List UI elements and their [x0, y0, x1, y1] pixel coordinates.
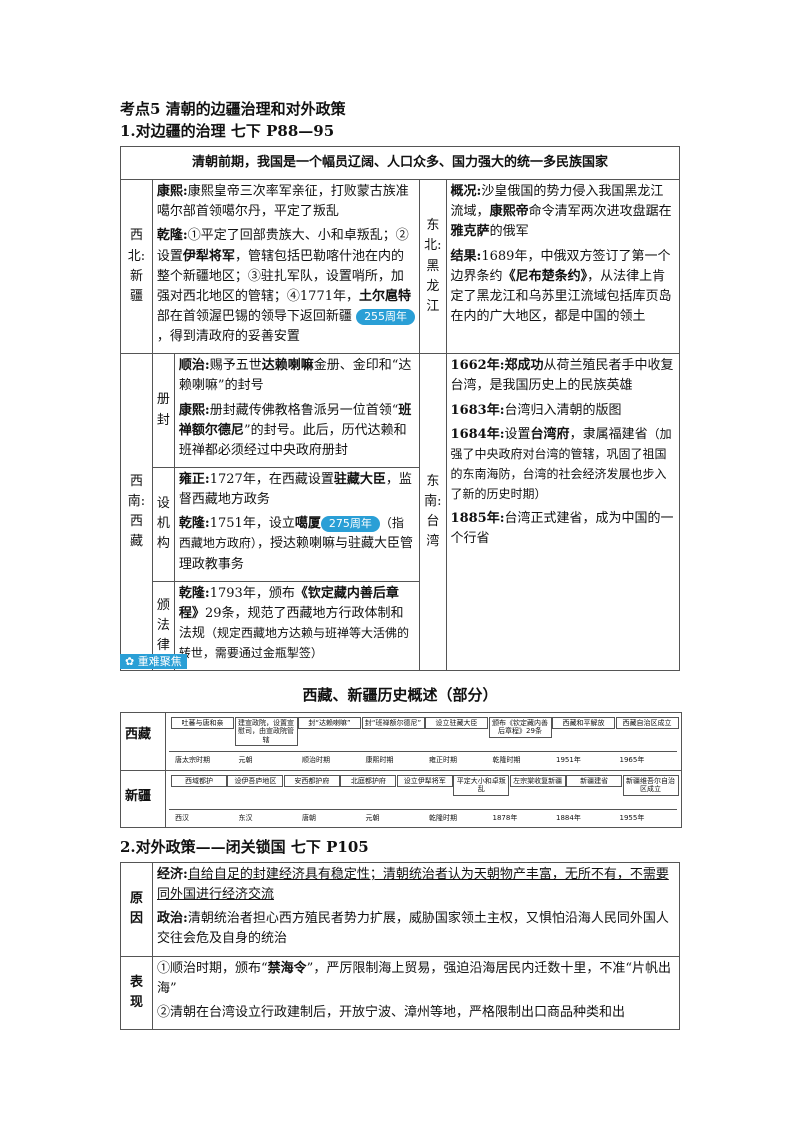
xinjiang-event: 北庭都护府 [340, 775, 397, 788]
row-label: 表现 [120, 955, 153, 1030]
star-icon: ✿ [125, 655, 135, 668]
foreign-policy-table: 原因 经济:自给自足的封建经济具有稳定性；清朝统治者认为天朝物产丰富，无所不有，… [120, 862, 680, 1030]
measure-content: 雍正:1727年，在西藏设置驻藏大臣，监督西藏地方政务 乾隆:1751年，设立噶… [173, 466, 421, 582]
region-label: 西南:西藏 [120, 353, 153, 672]
xizang-event: 颁布《钦定藏内善后章程》29条 [488, 717, 552, 738]
timeline-title: 西藏、新疆历史概述（部分） [302, 686, 498, 704]
xizang-event: 封“达赖喇嘛” [298, 717, 361, 730]
measure-label: 颁法律 [151, 580, 175, 672]
xizang-tick-label: 顺治时期 [302, 756, 330, 764]
measure-label: 设机构 [151, 466, 175, 582]
xinjiang-tick-label: 1955年 [619, 814, 645, 822]
table-header: 清朝前期，我国是一个幅员辽阔、人口众多、国力强大的统一多民族国家 [120, 145, 680, 181]
xinjiang-event: 设立伊犁将军 [396, 775, 453, 788]
section-heading: 考点5 清朝的边疆治理和对外政策 [120, 100, 346, 118]
xizang-event: 西藏和平解放 [552, 717, 615, 730]
frontier-table: 清朝前期，我国是一个幅员辽阔、人口众多、国力强大的统一多民族国家 西北:新疆 康… [120, 145, 681, 672]
subsection-heading: 1.对边疆的治理 七下 P88—95 [120, 122, 335, 140]
region-content: 1662年:郑成功从荷兰殖民者手中收复台湾，是我国历史上的民族英雄 1683年:… [445, 353, 681, 672]
region-label: 西北:新疆 [120, 179, 153, 355]
xizang-event: 西藏自治区成立 [615, 717, 679, 730]
xizang-event: 设立驻藏大臣 [425, 717, 488, 730]
xizang-event: 建宣政院，设置宣慰司，由宣政院管辖 [234, 717, 298, 747]
focus-tag: ✿ 重难聚焦 [120, 654, 187, 669]
region-label: 东北:黑龙江 [419, 179, 447, 355]
xinjiang-event: 安西都护府 [283, 775, 340, 788]
subsection-heading: 2.对外政策——闭关锁国 七下 P105 [120, 838, 369, 856]
xizang-tick-label: 1965年 [619, 756, 645, 764]
timeline-xizang: 吐蕃与唐和亲建宣政院，设置宣慰司，由宣政院管辖封“达赖喇嘛”封“班禅额尔德尼”设… [169, 713, 679, 770]
xinjiang-tick-label: 1878年 [492, 814, 518, 822]
row-label-xinjiang: 新疆 [125, 789, 152, 804]
xizang-event: 封“班禅额尔德尼” [361, 717, 425, 730]
region-content: 概况:沙皇俄国的势力侵入我国黑龙江流域，康熙帝命令清军两次进攻盘踞在雅克萨的俄军… [445, 179, 681, 355]
xinjiang-event: 设伊吾庐地区 [227, 775, 284, 788]
xinjiang-tick-label: 乾隆时期 [429, 814, 457, 822]
xizang-tick-label: 唐太宗时期 [175, 756, 210, 764]
region-content: 康熙:康熙皇帝三次率军亲征，打败蒙古族准噶尔部首领噶尔丹，平定了叛乱 乾隆:①平… [151, 179, 421, 355]
timeline-table: 西藏 新疆 吐蕃与唐和亲建宣政院，设置宣慰司，由宣政院管辖封“达赖喇嘛”封“班禅… [120, 712, 682, 828]
row-label-xizang: 西藏 [125, 727, 152, 742]
xinjiang-tick-label: 1884年 [556, 814, 581, 822]
xizang-tick-label: 1951年 [556, 756, 581, 764]
row-content: 经济:自给自足的封建经济具有稳定性；清朝统治者认为天朝物产丰富，无所不有，不需要… [152, 862, 680, 957]
region-label: 东南:台湾 [419, 353, 447, 672]
xizang-event: 吐蕃与唐和亲 [171, 717, 234, 730]
xinjiang-event: 左宗棠收复新疆 [509, 775, 566, 788]
xizang-axis [169, 751, 677, 752]
row-content: ①顺治时期，颁布“禁海令”，严厉限制海上贸易，强迫沿海居民内迁数十里，不准“片帆… [152, 955, 680, 1030]
xinjiang-event: 平定大小和卓叛乱 [453, 775, 510, 796]
xinjiang-tick-label: 元朝 [365, 814, 380, 822]
xinjiang-tick-label: 西汉 [175, 814, 189, 822]
measure-label: 册封 [151, 353, 175, 468]
anniversary-badge: 275周年 [320, 516, 380, 533]
timeline-xinjiang: 西域都护设伊吾庐地区安西都护府北庭都护府设立伊犁将军平定大小和卓叛乱左宗棠收复新… [169, 771, 679, 827]
xizang-tick-label: 康熙时期 [365, 756, 394, 764]
xinjiang-tick-label: 东汉 [238, 814, 253, 822]
measure-content: 顺治:赐予五世达赖喇嘛金册、金印和“达赖喇嘛”的封号 康熙:册封藏传佛教格鲁派另… [173, 353, 421, 468]
xinjiang-tick-label: 唐朝 [302, 814, 316, 822]
row-label: 原因 [120, 862, 153, 957]
anniversary-badge: 255周年 [356, 308, 416, 325]
xinjiang-event: 新疆建省 [566, 775, 623, 788]
xizang-tick-label: 元朝 [238, 756, 253, 764]
xinjiang-event: 新疆维吾尔自治区成立 [622, 775, 679, 796]
xizang-tick-label: 乾隆时期 [492, 756, 521, 764]
xinjiang-event: 西域都护 [171, 775, 227, 788]
xinjiang-axis [169, 809, 677, 810]
measure-content: 乾隆:1793年，颁布《钦定藏内善后章程》29条，规范了西藏地方行政体制和法规（… [173, 580, 421, 672]
xizang-tick-label: 雍正时期 [429, 756, 457, 764]
